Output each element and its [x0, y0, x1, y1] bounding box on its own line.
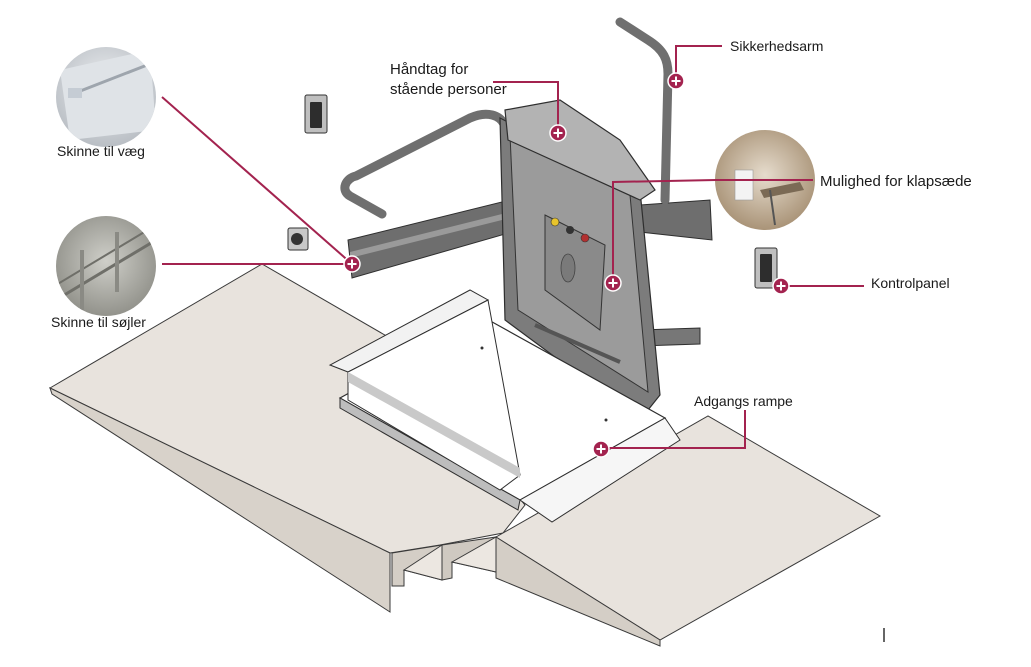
- floor-upper: [495, 415, 882, 647]
- leader-handle: [493, 81, 559, 133]
- handle-label: Håndtag for stående personer: [390, 60, 507, 100]
- plus-marker-handle-icon[interactable]: [549, 124, 567, 142]
- folding-seat-label: Mulighed for klapsæde: [820, 173, 972, 190]
- safety-arm-label: Sikkerhedsarm: [730, 38, 824, 54]
- leader-access-ramp: [601, 410, 746, 449]
- leader-safety-arm: [675, 45, 722, 80]
- control-panel-device-icon: [754, 247, 778, 289]
- plus-marker-control-panel-icon[interactable]: [772, 277, 790, 295]
- plus-marker-rail-icon[interactable]: [343, 255, 361, 273]
- plus-markers: [343, 72, 790, 458]
- leader-lines: [161, 45, 864, 449]
- column-rail-label: Skinne til søjler: [51, 314, 146, 330]
- leader-folding-seat: [612, 179, 813, 282]
- remote-control-icon: [304, 94, 328, 134]
- back-rail: [639, 199, 713, 347]
- column-rail-photo: [56, 216, 156, 316]
- standing-handle-bar: [340, 109, 509, 219]
- call-button-icon: [287, 227, 309, 251]
- plus-marker-access-ramp-icon[interactable]: [592, 440, 610, 458]
- wall-rail-photo: [56, 47, 156, 147]
- plus-marker-folding-seat-icon[interactable]: [604, 274, 622, 292]
- leader-wall-rail: [161, 96, 353, 265]
- wall-rail-label: Skinne til væg: [57, 143, 145, 159]
- safety-arm-bar: [615, 17, 673, 205]
- plus-marker-safety-arm-icon[interactable]: [667, 72, 685, 90]
- handle-label-line1: Håndtag for: [390, 61, 469, 78]
- lift-platform: [328, 289, 681, 523]
- handle-label-line2: stående personer: [390, 81, 507, 98]
- access-ramp-label: Adgangs rampe: [694, 393, 793, 409]
- control-panel-label: Kontrolpanel: [871, 275, 950, 291]
